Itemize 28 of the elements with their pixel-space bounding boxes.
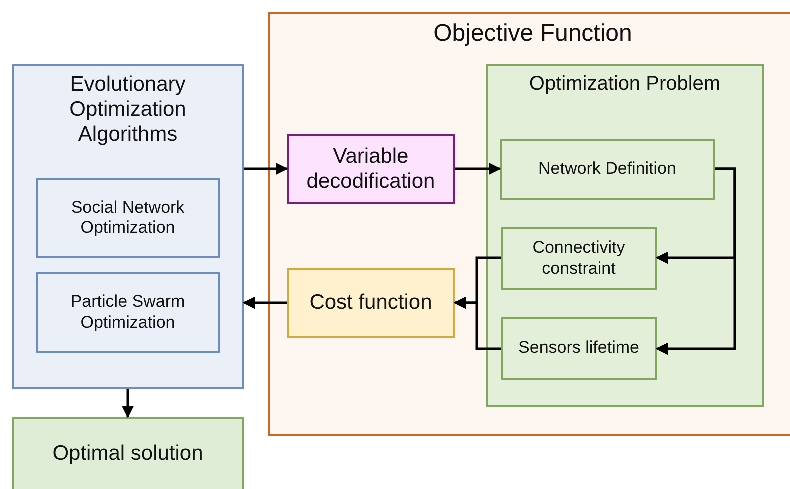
- node-label: Connectivity constraint: [532, 238, 626, 279]
- node-label: Network Definition: [538, 159, 676, 180]
- result-box: [12, 417, 244, 489]
- group-panel: [486, 64, 764, 407]
- process-box: [36, 178, 220, 258]
- node-label: Variable decodification: [306, 144, 436, 194]
- arrow: [122, 389, 134, 418]
- group-panel: [268, 12, 790, 436]
- arrow: [242, 296, 287, 310]
- process-box: [287, 268, 455, 338]
- arrow: [244, 162, 288, 176]
- process-box: [36, 272, 220, 353]
- node-label: Optimization Problem: [529, 72, 721, 96]
- node-label: Objective Function: [434, 20, 632, 49]
- arrow: [656, 168, 736, 356]
- node-label: Evolutionary Optimization Algorithms: [68, 72, 188, 148]
- node-label: Cost function: [310, 290, 432, 316]
- node-label: Particle Swarm Optimization: [70, 292, 186, 333]
- node-label: Optimal solution: [52, 441, 204, 466]
- arrow: [454, 296, 501, 350]
- node-label: Sensors lifetime: [518, 338, 640, 359]
- arrow: [455, 162, 502, 176]
- group-panel: [12, 64, 244, 389]
- process-box: [501, 227, 657, 290]
- process-box: [287, 134, 455, 204]
- process-box: [501, 317, 657, 380]
- node-label: Social Network Optimization: [70, 198, 186, 238]
- process-box: [500, 139, 715, 200]
